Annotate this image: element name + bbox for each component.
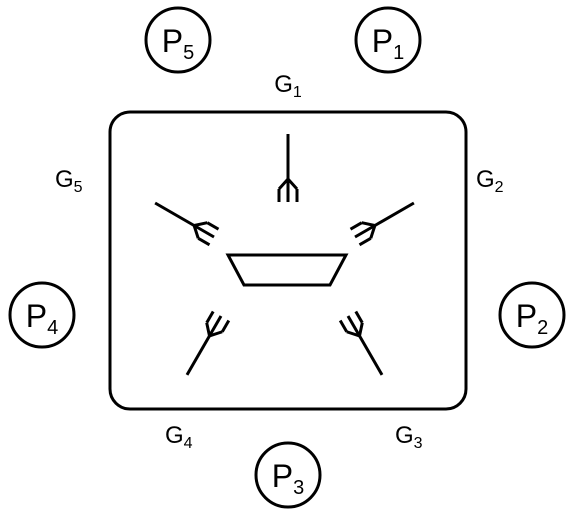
philosopher-p4: P4 xyxy=(8,281,76,349)
philosopher-p2-label: P xyxy=(516,298,537,334)
gate-g2-index: 2 xyxy=(495,179,504,196)
gate-g4-index: 4 xyxy=(184,435,193,452)
gate-g4-label: G xyxy=(165,422,184,449)
philosopher-p5: P5 xyxy=(144,6,212,74)
philosopher-p4-index: 4 xyxy=(47,317,58,339)
gate-g2: G2 xyxy=(476,166,504,196)
svg-text:P5: P5 xyxy=(162,23,194,64)
philosopher-p2: P2 xyxy=(498,281,566,349)
philosopher-p5-label: P xyxy=(162,23,183,59)
fork-icon-g3 xyxy=(338,310,384,376)
philosopher-p3-label: P xyxy=(272,458,293,494)
svg-text:P4: P4 xyxy=(26,298,58,339)
gate-g1-index: 1 xyxy=(293,84,302,101)
gate-g5: G5 xyxy=(55,166,83,196)
svg-text:P3: P3 xyxy=(272,458,304,499)
fork-icon-g4 xyxy=(185,310,231,376)
philosopher-p2-index: 2 xyxy=(537,317,548,339)
philosopher-p4-label: P xyxy=(26,298,47,334)
svg-text:P2: P2 xyxy=(516,298,548,339)
gate-g2-label: G xyxy=(476,166,495,193)
svg-text:P1: P1 xyxy=(372,23,404,64)
gate-g3: G3 xyxy=(395,422,423,452)
gate-g1-label: G xyxy=(274,71,293,98)
gate-g3-label: G xyxy=(395,422,414,449)
philosopher-p3-index: 3 xyxy=(293,477,304,499)
gate-g4: G4 xyxy=(165,422,193,452)
fork-icon-g1 xyxy=(277,134,299,202)
table-area xyxy=(108,110,468,411)
philosopher-p3: P3 xyxy=(254,441,322,509)
table-icon xyxy=(225,253,349,287)
gate-g5-index: 5 xyxy=(74,179,83,196)
philosopher-p1-label: P xyxy=(372,23,393,59)
gate-g1: G1 xyxy=(274,71,302,101)
fork-icon-g5 xyxy=(154,201,220,247)
fork-icon-g2 xyxy=(349,201,415,247)
gate-g5-label: G xyxy=(55,166,74,193)
philosopher-p5-index: 5 xyxy=(183,42,194,64)
philosopher-p1: P1 xyxy=(354,6,422,74)
philosopher-p1-index: 1 xyxy=(393,42,404,64)
gate-g3-index: 3 xyxy=(414,435,423,452)
